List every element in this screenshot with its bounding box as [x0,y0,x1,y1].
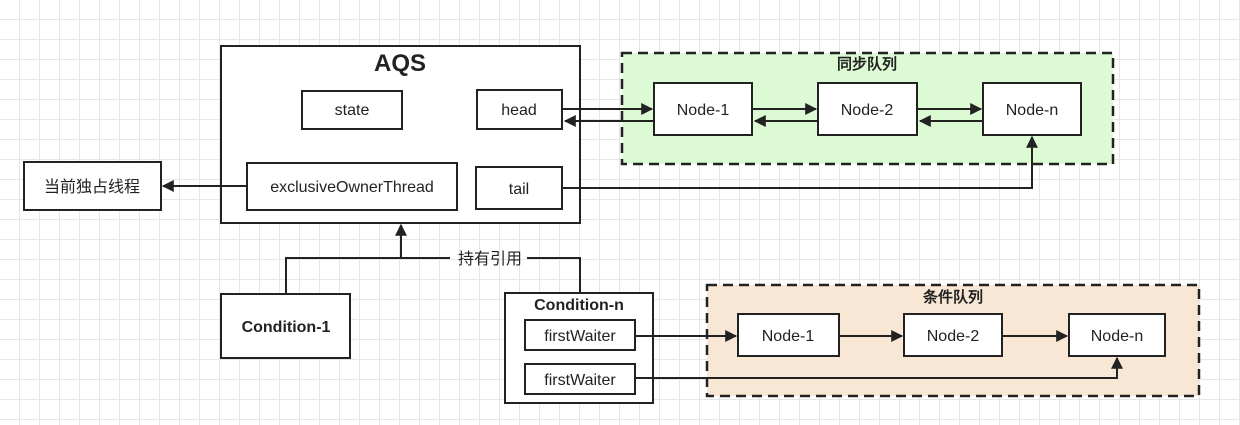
cond-node-1-box [737,313,840,357]
first-waiter-label: firstWaiter [544,328,616,345]
condition-n-ref-line [527,257,581,293]
cond-node-2-label: Node-2 [927,328,980,345]
cond-node-n-label: Node-n [1091,328,1143,345]
sync-node-n-box [982,82,1082,136]
condition-1-label: Condition-1 [242,319,331,336]
exclusive-owner-box [246,162,458,211]
last-waiter-label: firstWaiter [544,372,616,389]
condition-1-box [220,293,351,359]
condition-1-ref-line [285,257,450,294]
tail-field-box [475,166,563,210]
exclusive-owner-label: exclusiveOwnerThread [270,179,434,196]
cond-node-n-box [1068,313,1166,357]
tail-to-node-n-arrow [562,135,1038,189]
aqs-title: AQS [374,50,426,77]
head-field-label: head [501,102,537,119]
hold-ref-label: 持有引用 [458,249,522,268]
tail-field-label: tail [509,181,529,198]
sync-node-2-label: Node-2 [841,102,894,119]
cond-node-1-label: Node-1 [762,328,815,345]
sync-node-1-label: Node-1 [677,102,730,119]
condition-n-group: Condition-n firstWaiter firstWaiter [504,292,654,404]
sync-queue-title: 同步队列 [837,55,897,73]
state-field-box [301,90,403,130]
last-waiter-box [524,363,636,395]
sync-node-n-label: Node-n [1006,102,1058,119]
first-waiter-box [524,319,636,351]
condition-queue-title: 条件队列 [922,288,983,306]
current-thread-label: 当前独占线程 [44,177,140,196]
last-waiter-to-node-n-arrow [635,356,1123,379]
sync-node-1-box [653,82,753,136]
condition-n-title: Condition-n [534,297,624,314]
aqs-box: AQS state head exclusiveOwnerThread tail [220,45,581,224]
cond-node-2-box [903,313,1003,357]
current-thread-box [23,161,162,211]
state-field-label: state [335,102,370,119]
